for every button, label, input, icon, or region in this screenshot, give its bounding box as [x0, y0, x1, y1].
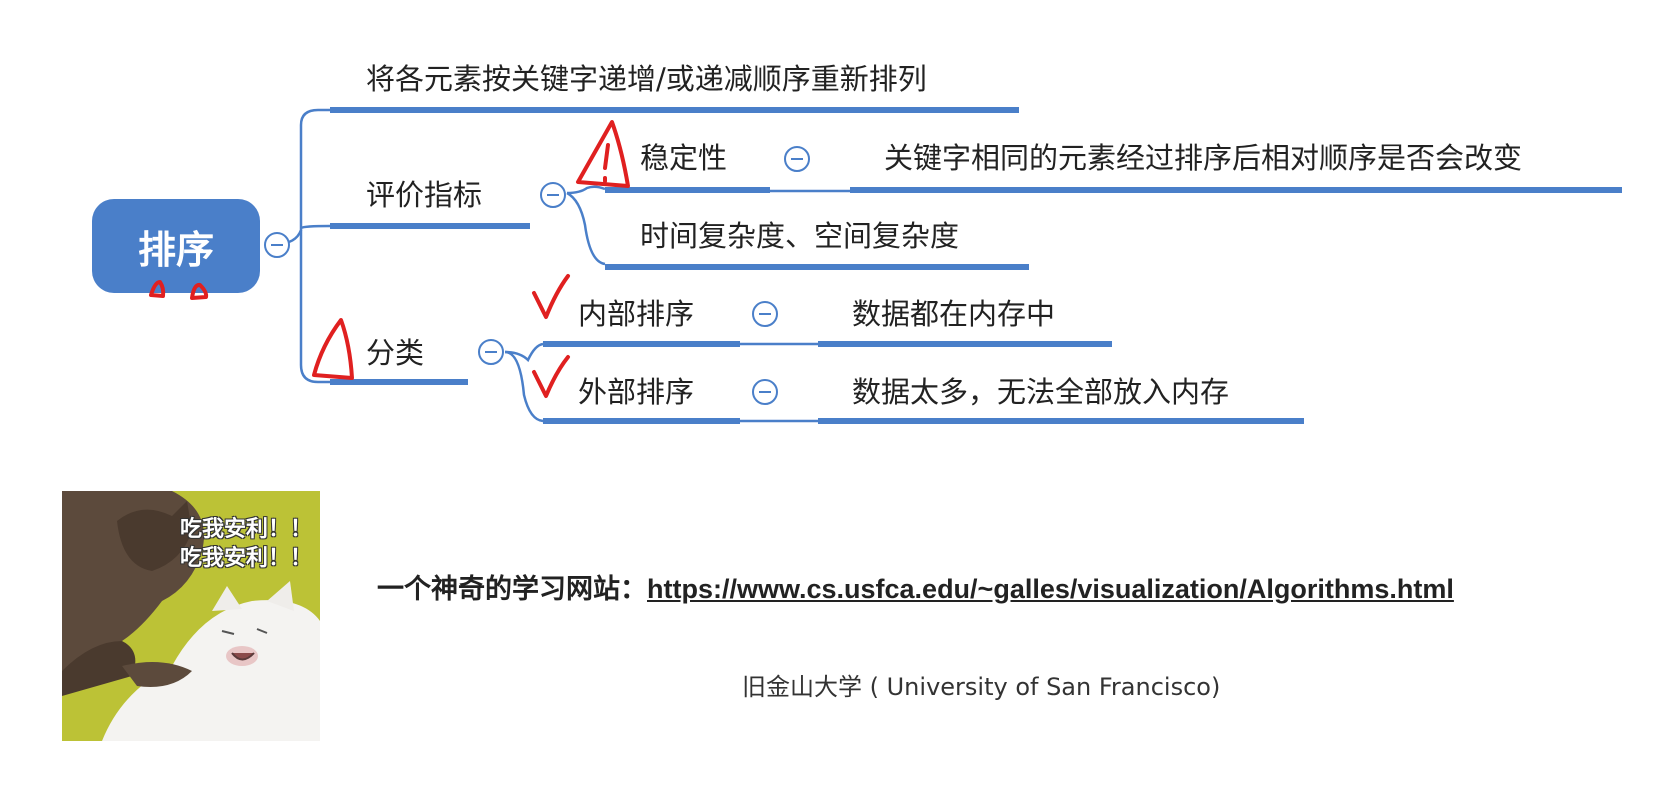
cats-illustration [62, 491, 320, 741]
external-sort-detail-node[interactable]: 数据太多，无法全部放入内存 [852, 375, 1230, 409]
evaluation-node[interactable]: 评价指标 [366, 178, 483, 212]
complexity-underline [605, 264, 1029, 270]
root-node[interactable]: 排序 [92, 199, 260, 293]
university-label: 旧金山大学 ( University of San Francisco) [742, 673, 1221, 701]
external-sort-collapse-button[interactable] [752, 379, 778, 405]
minus-icon [547, 193, 559, 197]
complexity-node[interactable]: 时间复杂度、空间复杂度 [640, 219, 960, 253]
website-line: 一个神奇的学习网站：https://www.cs.usfca.edu/~gall… [377, 574, 1454, 605]
internal-sort-collapse-button[interactable] [752, 301, 778, 327]
definition-node[interactable]: 将各元素按关键字递增/或递减顺序重新排列 [366, 62, 927, 96]
stability-node[interactable]: 稳定性 [640, 141, 728, 175]
root-collapse-button[interactable] [264, 232, 290, 258]
meme-caption-line2: 吃我安利！！ [179, 546, 312, 571]
classification-underline [330, 379, 468, 385]
minus-icon [271, 243, 283, 247]
internal-sort-detail-underline [818, 341, 1112, 347]
classification-collapse-button[interactable] [478, 339, 504, 365]
stability-collapse-button[interactable] [784, 146, 810, 172]
minus-icon [759, 312, 771, 316]
internal-sort-node[interactable]: 内部排序 [578, 297, 695, 331]
stability-detail-node[interactable]: 关键字相同的元素经过排序后相对顺序是否会改变 [884, 141, 1523, 175]
stability-detail-underline [850, 187, 1622, 193]
website-prefix: 一个神奇的学习网站： [377, 574, 647, 605]
internal-sort-underline [543, 341, 740, 347]
minus-icon [759, 390, 771, 394]
stability-underline [605, 187, 770, 193]
external-sort-node[interactable]: 外部排序 [578, 375, 695, 409]
evaluation-collapse-button[interactable] [540, 182, 566, 208]
internal-sort-detail-node[interactable]: 数据都在内存中 [852, 297, 1056, 331]
minus-icon [485, 350, 497, 354]
evaluation-underline [330, 223, 530, 229]
definition-underline [330, 107, 1019, 113]
external-sort-detail-underline [818, 418, 1304, 424]
external-sort-underline [543, 418, 740, 424]
cat-meme-image: 吃我安利！！ 吃我安利！！ [62, 491, 320, 741]
root-label: 排序 [137, 227, 214, 272]
website-link[interactable]: https://www.cs.usfca.edu/~galles/visuali… [647, 574, 1454, 604]
meme-caption-line1: 吃我安利！！ [179, 517, 312, 542]
classification-node[interactable]: 分类 [366, 336, 425, 370]
minus-icon [791, 157, 803, 161]
